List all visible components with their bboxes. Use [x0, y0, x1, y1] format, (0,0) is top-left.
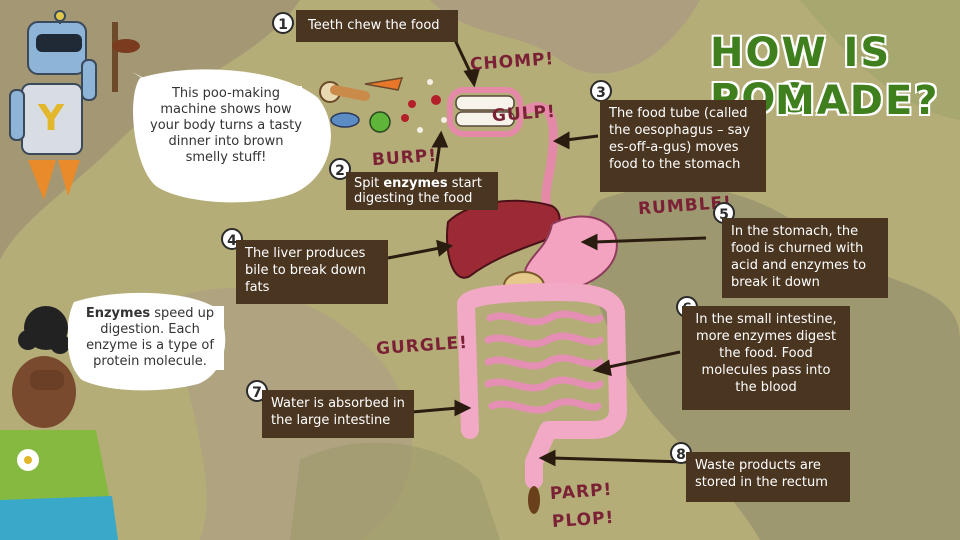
- title-line-1: HOW IS POO: [710, 30, 892, 122]
- robot-illustration: [9, 10, 140, 200]
- step-5-box: In the stomach, the food is churned with…: [722, 218, 888, 298]
- step-2-number: 2: [329, 158, 351, 180]
- step-2-text-before: Spit: [354, 176, 384, 191]
- title-line-2: MADE?: [775, 78, 940, 124]
- poo: [528, 486, 540, 514]
- step-3-text: The food tube (called the oesophagus – s…: [609, 106, 751, 172]
- step-3-number: 3: [590, 80, 612, 102]
- step-6-box: In the small intestine, more enzymes dig…: [682, 306, 850, 410]
- step-3-box: The food tube (called the oesophagus – s…: [600, 100, 766, 192]
- large-intestine: [457, 283, 627, 489]
- step-7-box: Water is absorbed in the large intestine: [262, 390, 414, 438]
- step-1-number: 1: [272, 12, 294, 34]
- girl-illustration: [0, 306, 118, 540]
- step-2-text-after: start digesting the food: [354, 176, 482, 206]
- enzyme-description: speed up digestion. Each enzyme is a typ…: [86, 306, 215, 369]
- enzyme-speech-text: Enzymes speed up digestion. Each enzyme …: [76, 306, 224, 370]
- step-2-box: Spit enzymes start digesting the food: [346, 172, 498, 210]
- step-2-term: enzymes: [383, 176, 448, 191]
- step-8-text: Waste products are stored in the rectum: [695, 458, 828, 490]
- food-items: [319, 77, 447, 133]
- enzyme-term: Enzymes: [85, 306, 151, 321]
- step-8-box: Waste products are stored in the rectum: [686, 452, 850, 502]
- pointer-arrows: [387, 39, 707, 467]
- liver: [446, 199, 561, 279]
- step-4-box: The liver produces bile to break down fa…: [236, 240, 388, 304]
- step-6-text: In the small intestine, more enzymes dig…: [695, 312, 837, 395]
- step-1-text: Teeth chew the food: [308, 18, 440, 33]
- small-intestine: [484, 310, 604, 414]
- robot-badge: Y: [38, 98, 65, 139]
- step-7-text: Water is absorbed in the large intestine: [271, 396, 405, 428]
- step-5-text: In the stomach, the food is churned with…: [731, 224, 867, 290]
- step-1-box: Teeth chew the food: [296, 10, 458, 42]
- step-4-text: The liver produces bile to break down fa…: [245, 246, 366, 295]
- robot-speech-text: This poo-making machine shows how your b…: [150, 86, 302, 166]
